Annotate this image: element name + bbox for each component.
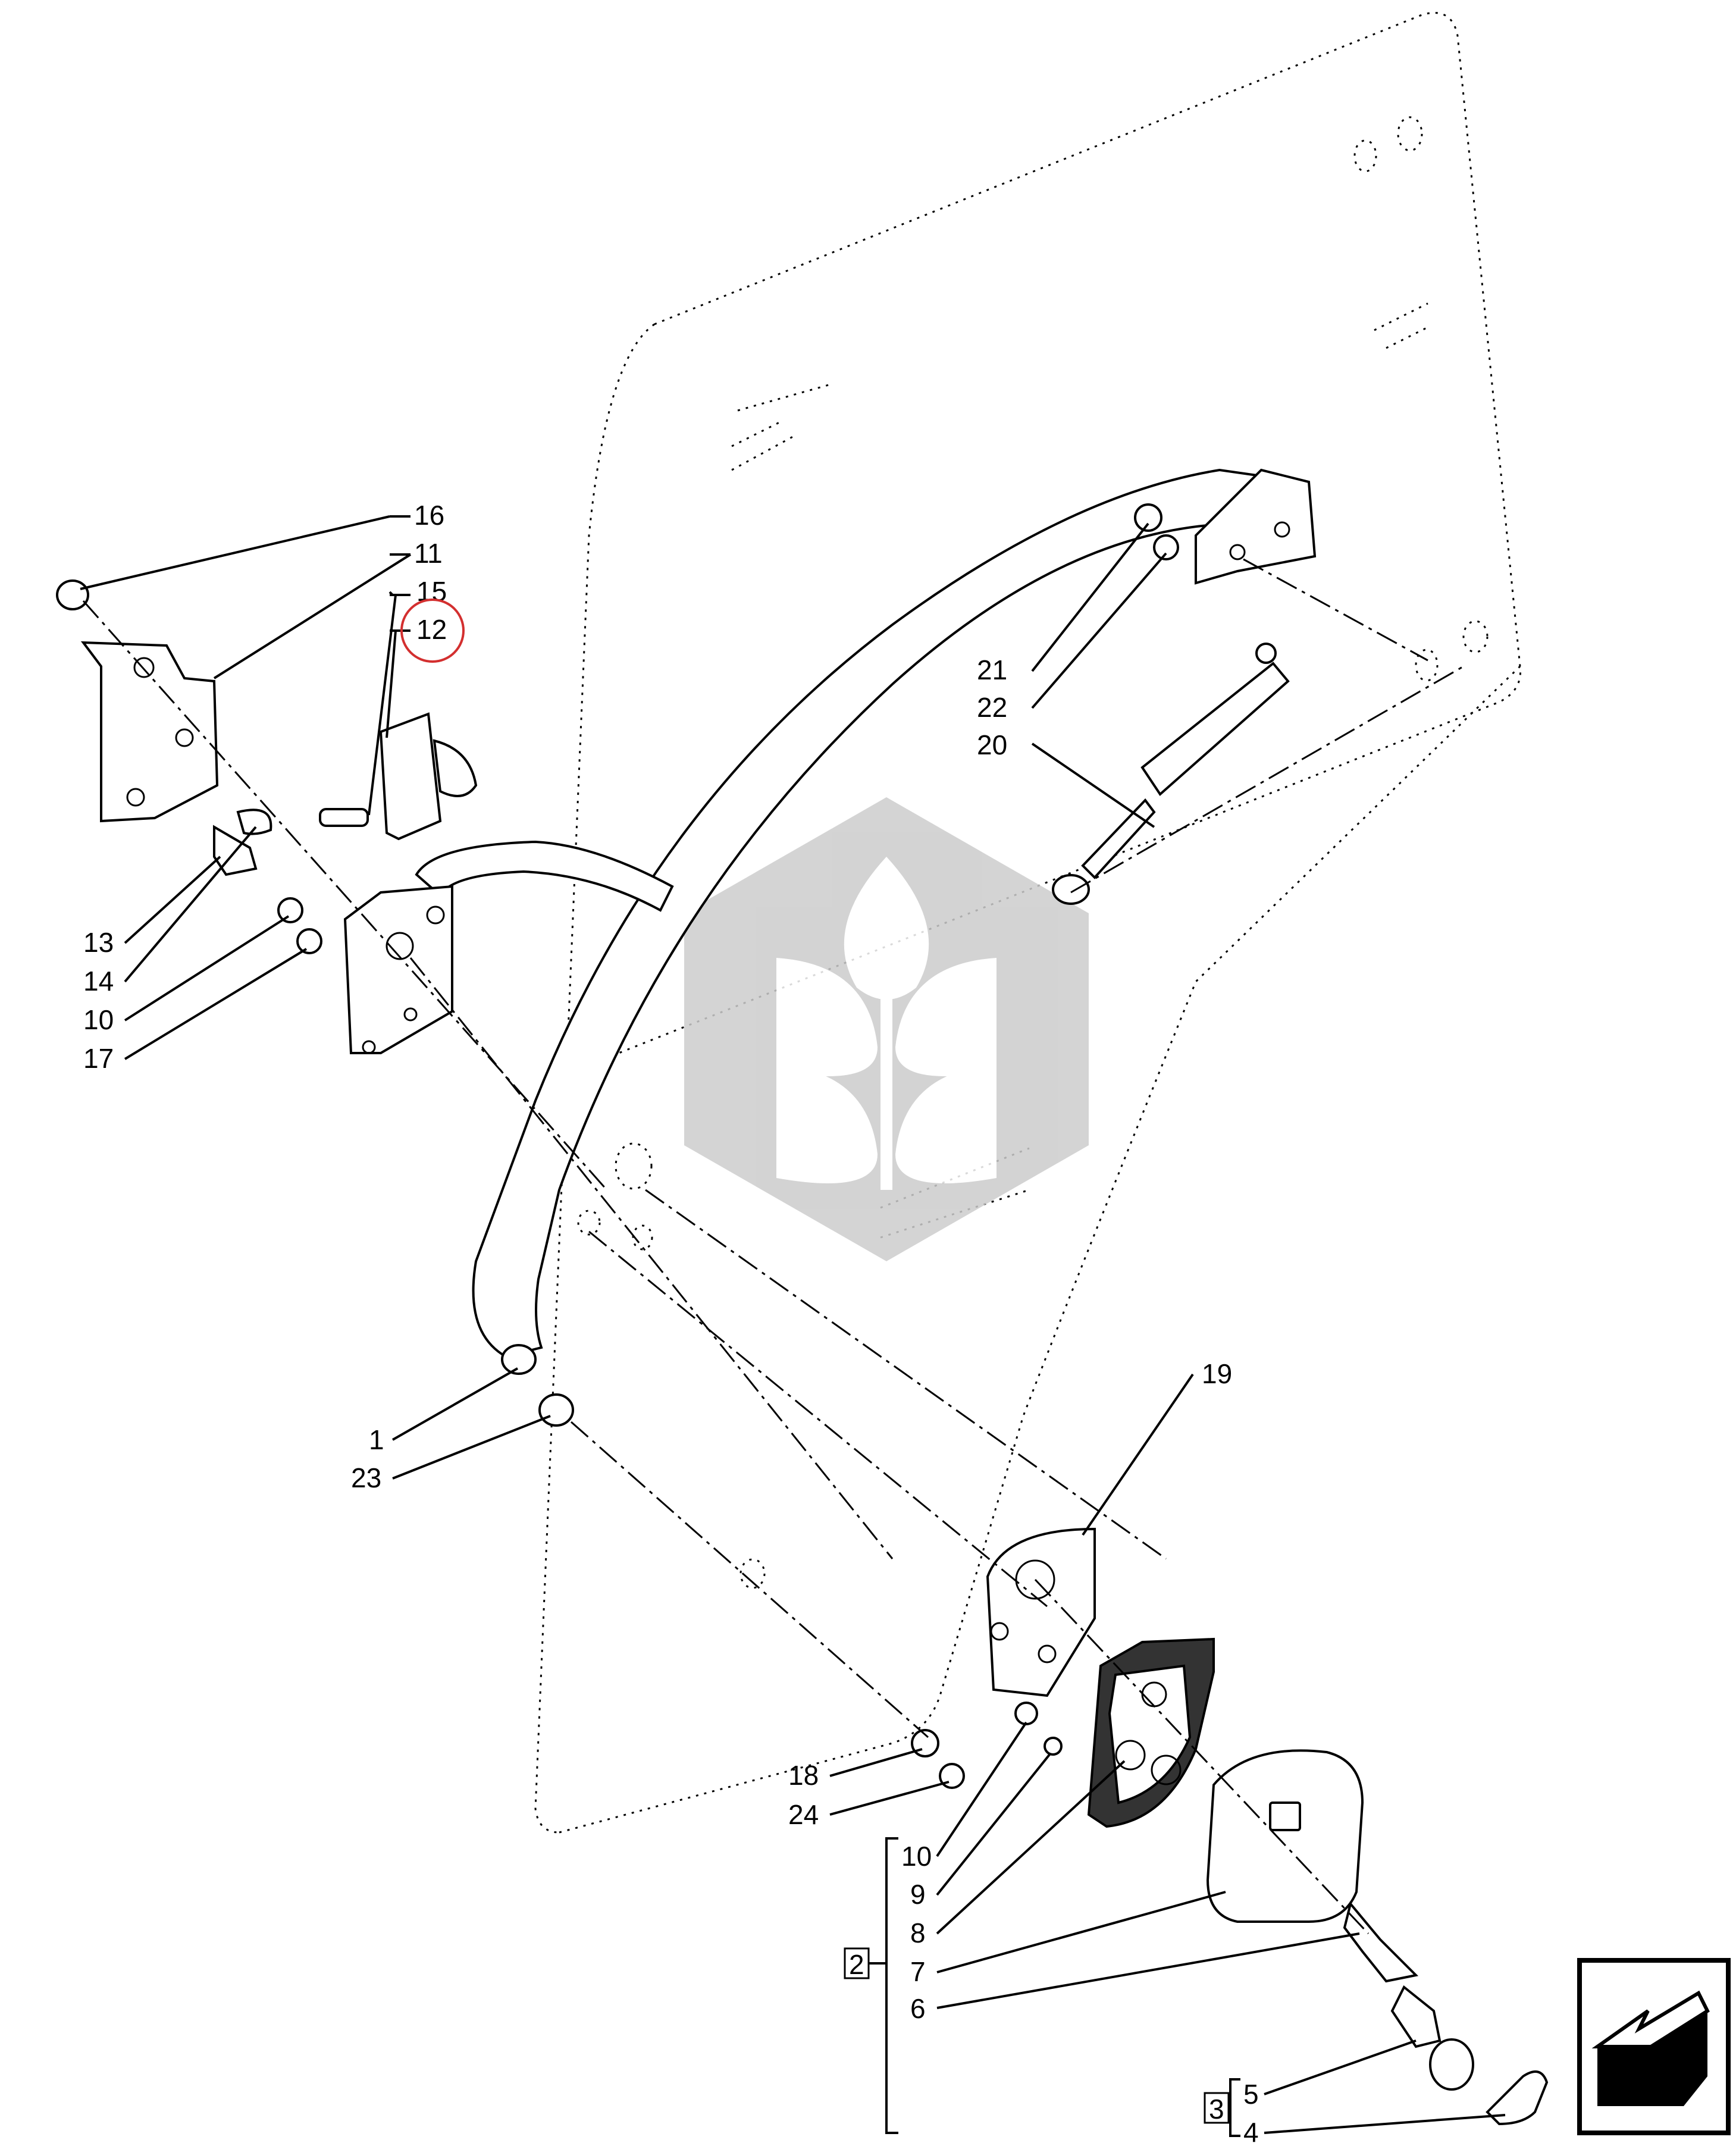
callout-14: 14 — [83, 966, 114, 997]
nut-10-lower — [1014, 1702, 1038, 1725]
callout-24: 24 — [788, 1799, 819, 1830]
svg-text:3: 3 — [1209, 2094, 1224, 2125]
spring-7 — [1343, 1901, 1419, 1983]
callout-10: 10 — [83, 1004, 114, 1035]
glass-door-outline — [534, 12, 1522, 1834]
latch-housing-11 — [80, 641, 219, 823]
callout-20: 20 — [977, 729, 1007, 760]
callout-23: 23 — [351, 1462, 381, 1493]
lock-barrel-5 — [1390, 1985, 1442, 2048]
callout-10-lower: 10 — [901, 1841, 932, 1872]
callout-17: 17 — [83, 1043, 114, 1074]
strut-bracket — [1195, 468, 1317, 585]
callout-8: 8 — [910, 1918, 926, 1948]
callout-7: 7 — [910, 1956, 926, 1987]
assembly-lines — [82, 558, 1464, 1935]
bolt-16 — [56, 579, 89, 610]
callout-4: 4 — [1243, 2117, 1259, 2143]
highlight-circle — [400, 599, 465, 663]
callout-19: 19 — [1202, 1358, 1232, 1389]
callout-11: 11 — [414, 538, 443, 569]
latch-assembly — [56, 579, 478, 1054]
direction-arrow-icon[interactable] — [1577, 1958, 1731, 2135]
callout-labels: 16 11 15 12 13 14 10 17 21 22 20 1 23 19… — [83, 500, 1259, 2143]
gas-strut-assembly — [1052, 468, 1317, 905]
washer-9 — [1044, 1737, 1063, 1756]
gas-strut-20 — [1140, 662, 1290, 797]
group-box-2: 2 — [844, 1947, 870, 1980]
key-4 — [1486, 2070, 1549, 2126]
mount-plate — [343, 885, 453, 1054]
callout-18: 18 — [788, 1760, 819, 1791]
wheat-leaf-icon — [684, 797, 1089, 1261]
leader-lines — [80, 515, 1506, 2137]
svg-text:2: 2 — [849, 1949, 864, 1980]
latch-body-12 — [379, 712, 442, 841]
cover-plate-19 — [986, 1527, 1096, 1697]
callout-13: 13 — [83, 927, 114, 958]
callout-22: 22 — [977, 692, 1007, 723]
handle-cover-6 — [1206, 1749, 1364, 1923]
group-box-3: 3 — [1204, 2092, 1230, 2125]
cap-23 — [538, 1393, 574, 1427]
callout-1: 1 — [369, 1424, 384, 1455]
nut-10 — [277, 897, 303, 923]
callout-21: 21 — [977, 654, 1007, 685]
nut-21 — [1134, 503, 1162, 532]
callout-6: 6 — [910, 1993, 926, 2024]
washer-17 — [296, 928, 322, 954]
callout-12: 12 — [416, 614, 447, 645]
washer-22 — [1153, 534, 1179, 560]
callout-5: 5 — [1243, 2079, 1259, 2110]
callout-16: 16 — [414, 500, 444, 531]
pin-15 — [319, 808, 369, 827]
lower-handle-assembly — [538, 1393, 1549, 2126]
callout-9: 9 — [910, 1879, 926, 1910]
